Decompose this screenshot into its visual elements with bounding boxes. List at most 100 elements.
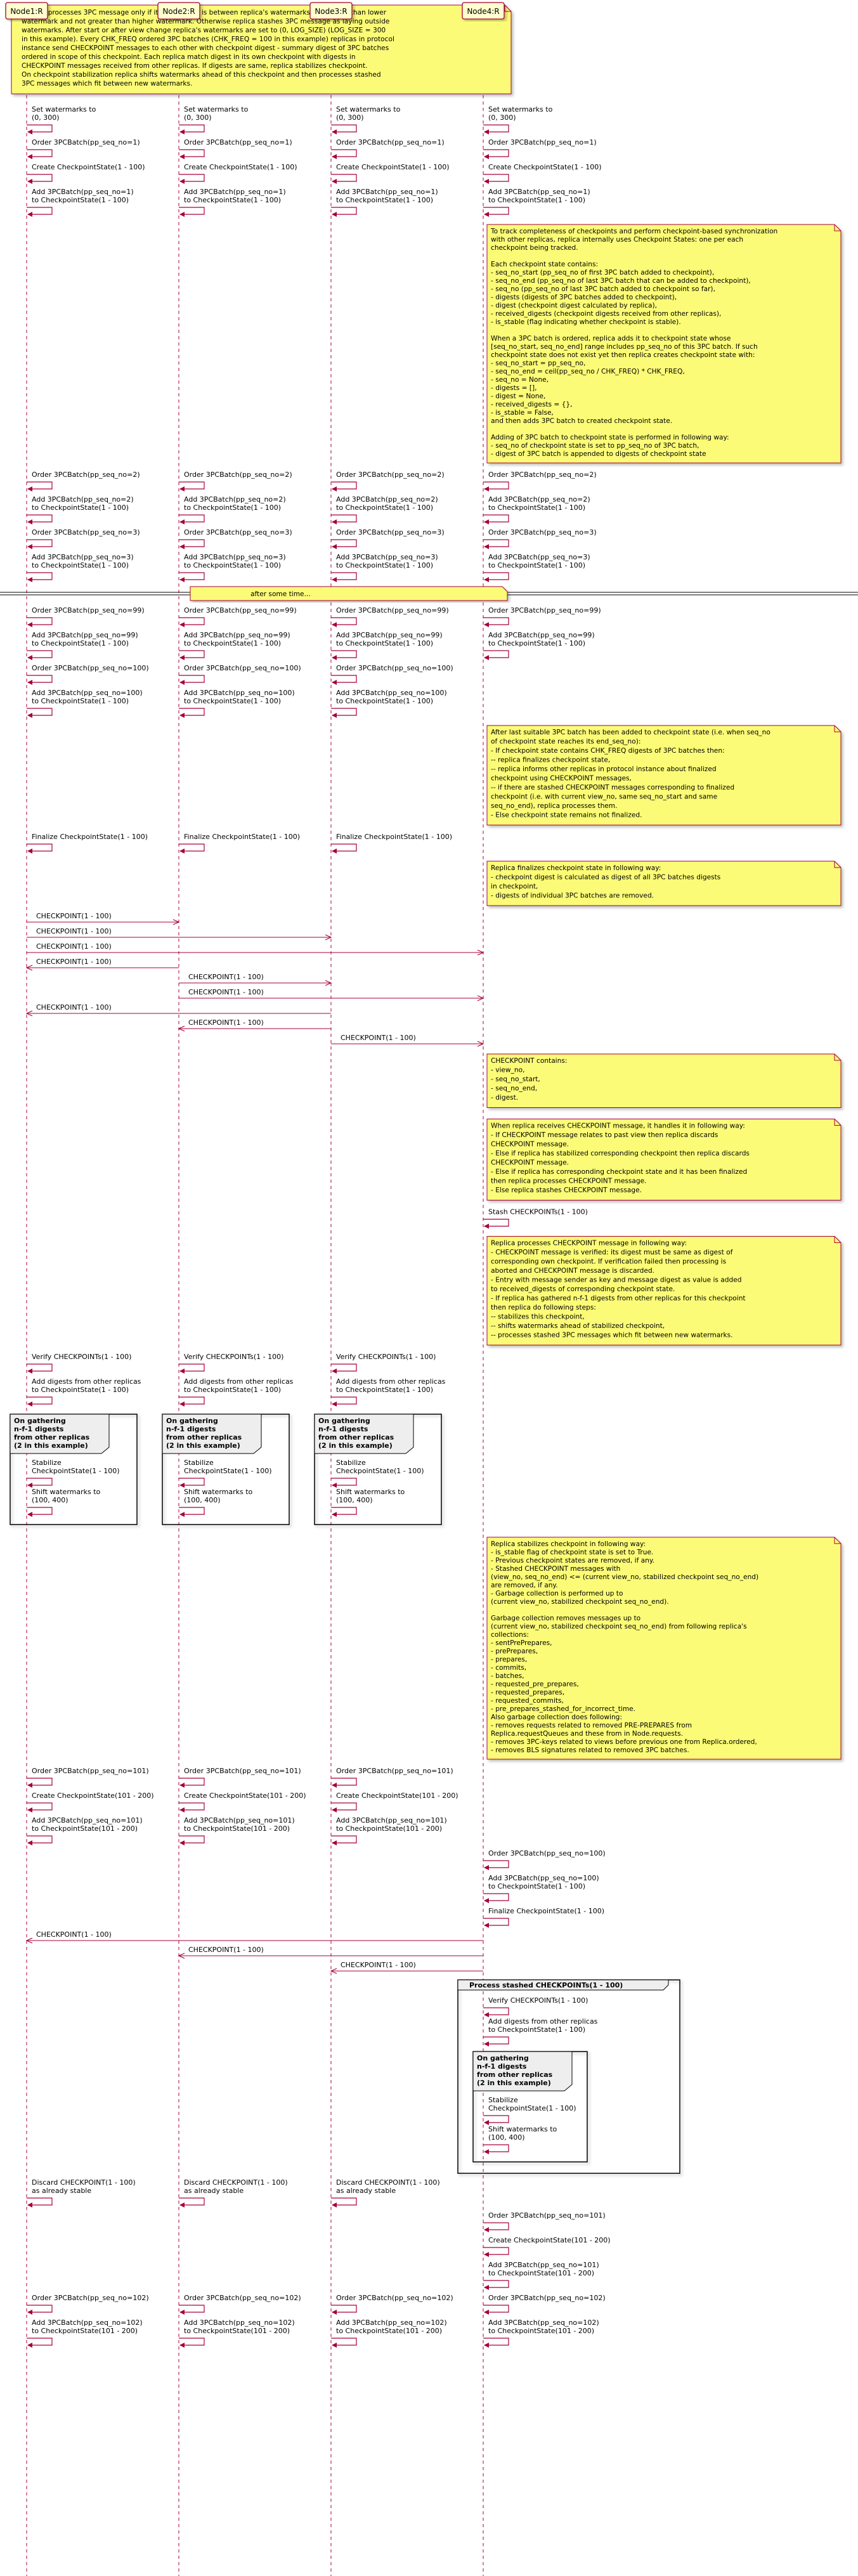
arrow-head xyxy=(484,1865,489,1870)
arrow-head xyxy=(27,1512,32,1517)
self-arrow xyxy=(27,1478,53,1486)
self-message-node3: Order 3PCBatch(pp_seq_no=2) xyxy=(331,471,445,491)
time-divider: after some time... xyxy=(0,586,858,601)
self-arrow xyxy=(179,1778,205,1786)
note-text: (view_no, seq_no_end) <= (current view_n… xyxy=(491,1573,758,1581)
participant-box[interactable] xyxy=(309,2,353,20)
arrow-head xyxy=(330,1968,337,1974)
message-label: as already stable xyxy=(336,2187,396,2195)
participant-n2[interactable]: Node2:R xyxy=(157,2,200,20)
block-step: Verify CHECKPOINTs(1 - 100) xyxy=(483,1996,588,2017)
self-arrow xyxy=(27,481,53,490)
self-arrow xyxy=(331,514,357,523)
group-step: Shift watermarks to(100, 400) xyxy=(483,2125,557,2154)
note-text: - removes 3PC-keys related to views befo… xyxy=(491,1738,757,1746)
message-label: Order 3PCBatch(pp_seq_no=101) xyxy=(336,1767,453,1775)
self-arrow xyxy=(331,174,357,182)
arrow-head xyxy=(484,2120,489,2125)
self-message-node2: Set watermarks to(0, 300) xyxy=(179,105,249,134)
message-label: Add 3PCBatch(pp_seq_no=1) xyxy=(488,188,590,196)
note-corner xyxy=(834,1054,841,1061)
arrow-head xyxy=(332,655,337,660)
note-text: - seq_no_start (pp_seq_no of first 3PC b… xyxy=(491,269,714,276)
group-title: from other replicas xyxy=(166,1433,242,1441)
note-box xyxy=(486,1053,842,1108)
message-label: Order 3PCBatch(pp_seq_no=99) xyxy=(336,606,449,615)
note-box xyxy=(486,861,842,906)
message-label: Discard CHECKPOINT(1 - 100) xyxy=(184,2178,288,2187)
message-label: Order 3PCBatch(pp_seq_no=3) xyxy=(488,528,597,537)
arrow-head xyxy=(27,544,32,549)
note-text: - digest = None, xyxy=(491,393,545,400)
participant-box[interactable] xyxy=(462,2,505,20)
note-text: - Garbage collection is performed up to xyxy=(491,1590,623,1597)
message-label: to CheckpointState(1 - 100) xyxy=(336,504,433,512)
self-arrow xyxy=(27,1363,53,1372)
self-arrow xyxy=(483,2338,509,2346)
note-text: seq_no_end), replica processes them. xyxy=(491,802,618,810)
self-message-node3: Add 3PCBatch(pp_seq_no=101)to Checkpoint… xyxy=(331,1816,447,1845)
self-message-node1: Add 3PCBatch(pp_seq_no=101)to Checkpoint… xyxy=(27,1816,143,1845)
self-arrow xyxy=(483,539,509,547)
message-label: Create CheckpointState(1 - 100) xyxy=(336,163,450,171)
arrow-head xyxy=(27,2310,32,2315)
group-title: On gathering xyxy=(166,1417,218,1425)
self-arrow xyxy=(27,1507,53,1515)
self-message-node2: Verify CHECKPOINTs(1 - 100) xyxy=(179,1353,283,1374)
note-text: - digests of individual 3PC batches are … xyxy=(491,892,654,900)
participant-n3[interactable]: Node3:R xyxy=(309,2,353,20)
self-message-node4: Stash CHECKPOINTs(1 - 100) xyxy=(483,1208,588,1229)
message-label: Add 3PCBatch(pp_seq_no=3) xyxy=(336,553,438,561)
self-message-node3: Add 3PCBatch(pp_seq_no=102)to Checkpoint… xyxy=(331,2319,447,2348)
self-message-node3: Add 3PCBatch(pp_seq_no=100)to Checkpoint… xyxy=(331,689,447,718)
message-label: to CheckpointState(101 - 200) xyxy=(184,1825,290,1833)
arrow-head xyxy=(27,1402,32,1407)
note-text: To track completeness of checkpoints and… xyxy=(490,228,777,235)
checkpoint-message: CHECKPOINT(1 - 100) xyxy=(178,1946,483,1959)
arrow-head xyxy=(332,680,337,685)
self-message-node3: Verify CHECKPOINTs(1 - 100) xyxy=(331,1353,436,1374)
note-text: - prepares, xyxy=(491,1656,527,1663)
group-title: from other replicas xyxy=(318,1433,394,1441)
arrow-head xyxy=(27,519,32,524)
arrow-head xyxy=(484,212,489,217)
participant-n4[interactable]: Node4:R xyxy=(462,2,505,20)
message-label: (0, 300) xyxy=(488,114,516,122)
self-message-node2: Add 3PCBatch(pp_seq_no=3)to CheckpointSt… xyxy=(179,553,286,582)
message-label: Set watermarks to xyxy=(336,105,401,114)
participant-n1[interactable]: Node1:R xyxy=(5,2,48,20)
arrow-head xyxy=(332,2202,337,2208)
message-label: Create CheckpointState(1 - 100) xyxy=(488,163,602,171)
self-arrow xyxy=(179,514,205,523)
message-label: to CheckpointState(1 - 100) xyxy=(336,1386,433,1394)
message-label: Order 3PCBatch(pp_seq_no=100) xyxy=(336,664,453,672)
self-arrow xyxy=(27,617,53,625)
self-message-node2: Discard CHECKPOINT(1 - 100)as already st… xyxy=(179,2178,288,2208)
self-message-node1: Create CheckpointState(101 - 200) xyxy=(27,1792,154,1812)
participant-box[interactable] xyxy=(5,2,48,20)
group-title: n-f-1 digests xyxy=(477,2062,527,2071)
arrow-head xyxy=(27,129,32,134)
self-arrow xyxy=(179,675,205,683)
message-label: to CheckpointState(1 - 100) xyxy=(488,561,585,569)
arrow-head xyxy=(332,129,337,134)
group-title: (2 in this example) xyxy=(166,1441,240,1450)
message-label: Add 3PCBatch(pp_seq_no=102) xyxy=(336,2319,447,2327)
self-arrow xyxy=(179,174,205,182)
arrow-head xyxy=(484,519,489,524)
self-message-node4: Add 3PCBatch(pp_seq_no=99)to CheckpointS… xyxy=(483,631,595,660)
self-message-node1: Add 3PCBatch(pp_seq_no=2)to CheckpointSt… xyxy=(27,495,134,524)
note-text: CHECKPOINT message. xyxy=(491,1159,569,1167)
participant-box[interactable] xyxy=(157,2,200,20)
arrow-head xyxy=(179,1783,185,1788)
arrow-head xyxy=(179,713,185,718)
arrow-head xyxy=(332,212,337,217)
note-box xyxy=(486,1537,842,1760)
message-label: Add 3PCBatch(pp_seq_no=99) xyxy=(488,631,595,639)
self-message-node3: Finalize CheckpointState(1 - 100) xyxy=(331,833,452,854)
self-message-node4: Order 3PCBatch(pp_seq_no=101) xyxy=(483,2211,606,2232)
self-message-node1: Finalize CheckpointState(1 - 100) xyxy=(27,833,148,854)
